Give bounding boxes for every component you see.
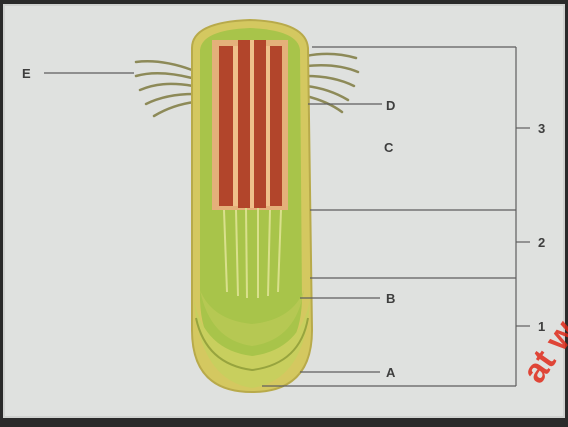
label-zone-2: 2 — [538, 235, 545, 250]
label-c: C — [384, 140, 394, 155]
label-b: B — [386, 291, 395, 306]
label-d: D — [386, 98, 395, 113]
label-zone-3: 3 — [538, 121, 545, 136]
label-a: A — [386, 365, 396, 380]
label-e: E — [22, 66, 31, 81]
